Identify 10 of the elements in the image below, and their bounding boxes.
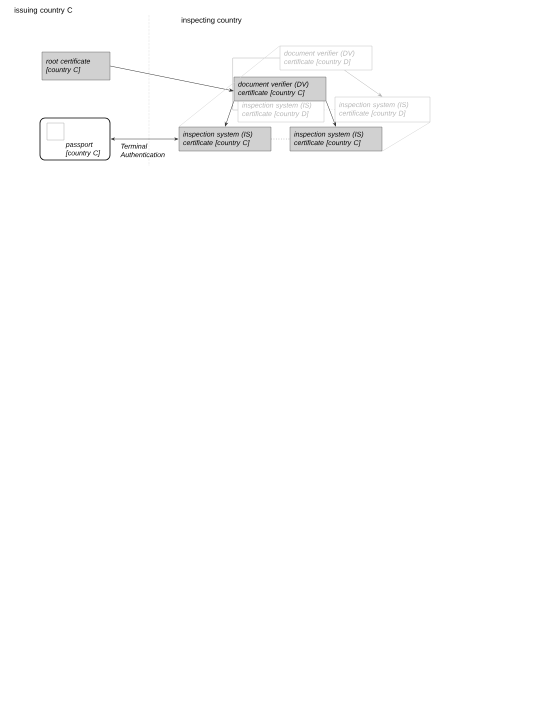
arrow	[110, 137, 178, 141]
perspective-line	[382, 122, 430, 152]
arrow	[326, 100, 336, 126]
arrow	[344, 70, 382, 97]
dotted-connector	[324, 109, 336, 110]
perspective-line	[178, 46, 280, 128]
arrow	[110, 66, 234, 92]
arrow	[224, 100, 234, 126]
dotted-connector	[270, 138, 290, 140]
passport-box	[40, 118, 110, 160]
